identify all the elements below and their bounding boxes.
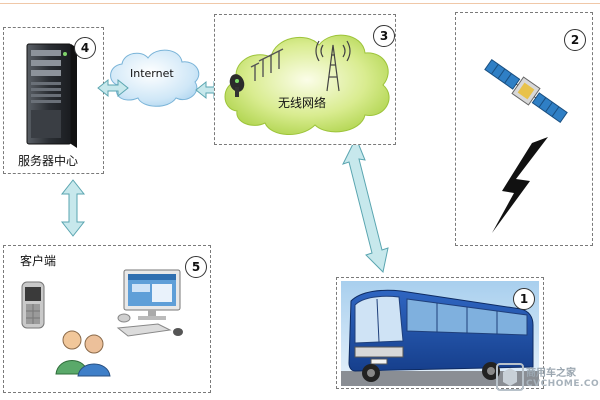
desktop-computer-icon	[116, 269, 183, 337]
server-tower-icon	[26, 43, 77, 148]
users-icon	[55, 330, 111, 377]
satellite-icon	[484, 59, 568, 123]
node-number-3: 3	[373, 25, 395, 47]
bus-photo	[341, 281, 539, 386]
watermark-top-text: 商用车之家	[526, 368, 576, 379]
top-divider-line	[0, 3, 600, 4]
satellite-box: 2	[455, 12, 593, 246]
watermark-logo-icon	[496, 363, 524, 391]
client-label: 客户端	[20, 254, 57, 268]
cell-tower-icon	[315, 40, 351, 92]
server-internet-arrow	[97, 78, 129, 98]
client-box: 客户端 5	[3, 245, 211, 393]
node-number-5: 5	[185, 256, 207, 278]
node-number-4: 4	[74, 37, 96, 59]
internet-cloud	[110, 49, 200, 107]
mobile-phone-icon	[21, 281, 45, 329]
lightning-signal-icon	[492, 137, 548, 233]
internet-label: Internet	[130, 67, 174, 80]
watermark: 商用车之家 CVCHOME.COM	[496, 358, 600, 396]
wireless-cloud-graphic	[224, 34, 390, 136]
node-number-1: 1	[513, 288, 535, 310]
dish-antenna-icon	[229, 74, 245, 97]
watermark-bottom-text: CVCHOME.COM	[526, 379, 600, 389]
server-client-arrow	[60, 179, 86, 237]
wireless-network-box: 无线网络 3	[214, 14, 396, 145]
server-center-box: 服务器中心 4	[3, 27, 104, 174]
wireless-network-label: 无线网络	[278, 96, 327, 110]
wireless-bus-arrow	[342, 136, 389, 274]
server-center-label: 服务器中心	[18, 154, 79, 168]
transmission-towers-icon	[250, 48, 284, 81]
node-number-2: 2	[564, 29, 586, 51]
bus-icon	[348, 289, 534, 382]
